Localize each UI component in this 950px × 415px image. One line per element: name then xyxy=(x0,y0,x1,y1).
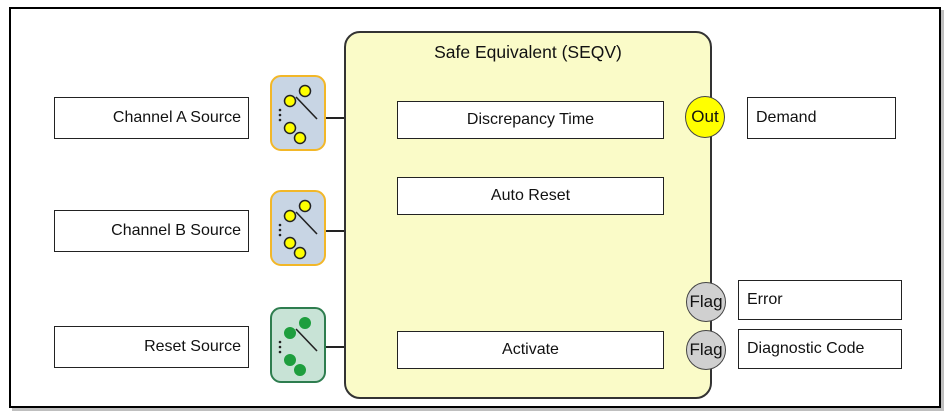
demand-output-box: Demand xyxy=(747,97,896,139)
channel-a-source-label: Channel A Source xyxy=(112,109,241,126)
reset-switch-icon xyxy=(270,307,326,383)
channel-a-source-box: Channel A Source xyxy=(54,97,249,139)
channel-b-switch-icon xyxy=(270,190,326,266)
activate-box: Activate xyxy=(397,331,664,369)
reset-connector xyxy=(315,346,345,348)
diagnostic-flag-icon: Flag xyxy=(686,330,726,370)
auto-reset-box: Auto Reset xyxy=(397,177,664,215)
auto-reset-label: Auto Reset xyxy=(490,187,571,204)
error-flag-icon: Flag xyxy=(686,282,726,322)
discrepancy-time-box: Discrepancy Time xyxy=(397,101,664,139)
channel-a-switch-icon xyxy=(270,75,326,151)
error-output-label: Error xyxy=(747,291,783,308)
reset-source-box: Reset Source xyxy=(54,326,249,368)
demand-output-label: Demand xyxy=(756,109,817,126)
reset-source-label: Reset Source xyxy=(144,338,241,355)
out-pin-label: Out xyxy=(691,107,719,126)
block-title: Safe Equivalent (SEQV) xyxy=(434,42,622,62)
diagnostic-code-output-label: Diagnostic Code xyxy=(747,340,865,357)
diagnostic-flag-label: Flag xyxy=(689,340,723,359)
channel-b-connector xyxy=(315,230,345,232)
diagnostic-code-output-box: Diagnostic Code xyxy=(738,329,902,369)
out-pin-icon: Out xyxy=(685,96,725,138)
activate-label: Activate xyxy=(502,341,559,358)
error-output-box: Error xyxy=(738,280,902,320)
discrepancy-time-label: Discrepancy Time xyxy=(466,111,595,128)
channel-b-source-box: Channel B Source xyxy=(54,210,249,252)
channel-b-source-label: Channel B Source xyxy=(111,222,241,239)
channel-a-connector xyxy=(315,117,345,119)
error-flag-label: Flag xyxy=(689,292,723,311)
